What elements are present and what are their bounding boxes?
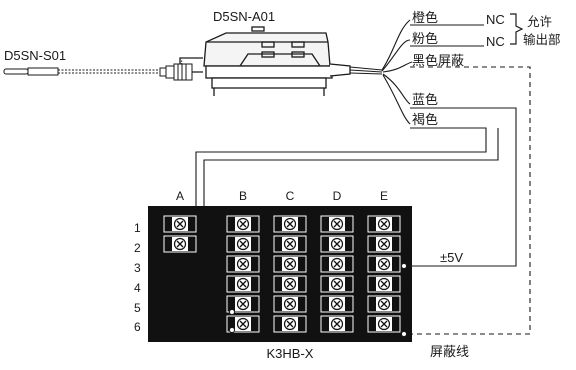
screw-terminal-icon: [273, 235, 307, 253]
screw-terminal-icon: [367, 275, 401, 293]
screw-terminal-icon: [273, 315, 307, 333]
wire-blue-label: 蓝色: [412, 92, 438, 108]
wire-black-shield-label: 黑色屏蔽: [412, 53, 464, 69]
row-label: 3: [134, 261, 141, 275]
screw-terminal-icon: [367, 315, 401, 333]
row-label: 6: [134, 320, 141, 334]
wire-pink-label: 粉色: [412, 31, 438, 47]
terminal-block: A B C D E 1 2 3 4 5 6 K3HB-X: [134, 189, 412, 361]
screw-terminal-icon: [320, 275, 354, 293]
output-bracket: [510, 13, 524, 45]
screw-terminal-icon: [226, 315, 260, 333]
screw-terminal-icon: [163, 235, 197, 253]
screw-terminal-icon: [226, 215, 260, 233]
screw-terminal-icon: [367, 255, 401, 273]
nc-output-1-label: NC: [486, 12, 505, 27]
row-label: 2: [134, 241, 141, 255]
allowed-output-label: 允许: [527, 14, 552, 29]
screw-terminal-icon: [320, 315, 354, 333]
screw-terminal-icon: [367, 235, 401, 253]
screw-terminal-icon: [226, 275, 260, 293]
shield-wire-label: 屏蔽线: [430, 345, 469, 360]
row-label: 5: [134, 301, 141, 315]
wire-underlines: [410, 24, 500, 129]
screw-terminal-icon: [226, 235, 260, 253]
sensor-probe-icon: [3, 63, 193, 81]
amplifier-model-label: D5SN-A01: [213, 9, 275, 24]
wire-brown-label: 褐色: [412, 112, 438, 128]
screw-terminal-icon: [367, 215, 401, 233]
sensor-model-label: D5SN-S01: [4, 48, 66, 63]
screw-terminal-icon: [320, 235, 354, 253]
amplifier-icon: [179, 26, 351, 96]
voltage-label: ±5V: [440, 250, 463, 265]
terminal-block-model-label: K3HB-X: [267, 346, 314, 361]
column-label: E: [380, 189, 388, 203]
column-label: A: [176, 189, 184, 203]
output-section-label: 输出部: [523, 32, 561, 47]
output-cable: [349, 19, 413, 125]
screw-terminal-icon: [163, 215, 197, 233]
nc-output-2-label: NC: [486, 34, 505, 49]
wire-orange-label: 橙色: [412, 10, 438, 26]
shield-wire: [410, 66, 531, 335]
screw-terminal-icon: [273, 295, 307, 313]
screw-terminal-icon: [273, 255, 307, 273]
connection-dots: [229, 263, 407, 337]
screw-terminal-icon: [273, 275, 307, 293]
blue-wire: [404, 107, 517, 267]
screw-terminal-icon: [320, 295, 354, 313]
screw-terminal-icon: [226, 255, 260, 273]
column-label: B: [239, 189, 247, 203]
column-label: D: [333, 189, 342, 203]
row-label: 4: [134, 281, 141, 295]
screw-terminal-icon: [273, 215, 307, 233]
screw-terminal-icon: [320, 215, 354, 233]
row-label: 1: [134, 221, 141, 235]
screw-terminal-icon: [226, 295, 260, 313]
screw-terminal-icon: [367, 295, 401, 313]
column-label: C: [286, 189, 295, 203]
screw-terminal-icon: [320, 255, 354, 273]
